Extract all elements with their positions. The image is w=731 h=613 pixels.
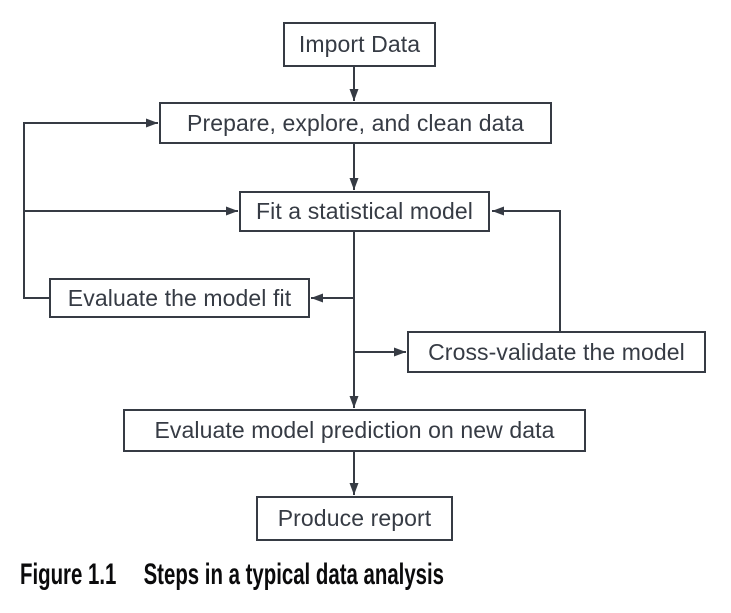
node-import-data-label: Import Data [298, 31, 421, 57]
node-fit-statistical-model: Fit a statistical model [239, 191, 490, 232]
node-produce-report: Produce report [256, 496, 453, 541]
node-cross-validate-model: Cross-validate the model [407, 331, 706, 373]
node-evaluate-model-fit-label: Evaluate the model fit [67, 284, 292, 311]
node-evaluate-model-prediction-label: Evaluate model prediction on new data [154, 417, 555, 443]
node-cross-validate-model-label: Cross-validate the model [428, 338, 685, 365]
figure-caption: Figure 1.1 Steps in a typical data analy… [20, 560, 444, 590]
node-import-data: Import Data [283, 22, 436, 67]
node-prepare-explore-clean: Prepare, explore, and clean data [159, 102, 552, 144]
edge-cross-validate-to-fit [492, 206, 561, 331]
figure-caption-title: Steps in a typical data analysis [143, 558, 445, 591]
node-fit-statistical-model-label: Fit a statistical model [255, 198, 474, 224]
figure-caption-label: Figure 1.1 [20, 558, 117, 591]
node-produce-report-label: Produce report [277, 505, 432, 531]
node-evaluate-model-prediction: Evaluate model prediction on new data [123, 409, 586, 452]
node-prepare-explore-clean-label: Prepare, explore, and clean data [187, 109, 524, 136]
node-evaluate-model-fit: Evaluate the model fit [49, 278, 310, 318]
